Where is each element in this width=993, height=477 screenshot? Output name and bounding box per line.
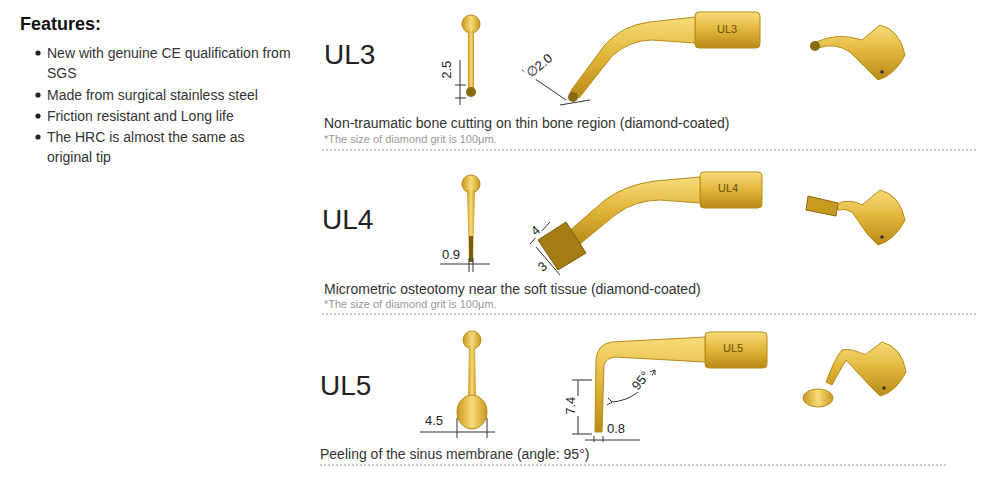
ul5-3d	[803, 342, 906, 407]
caption: Peeling of the sinus membrane (angle: 95…	[320, 446, 589, 463]
ul5-side	[572, 332, 767, 442]
model-name: UL3	[324, 38, 375, 72]
bullet-dots	[35, 50, 40, 139]
dimension: 0.8	[606, 421, 626, 437]
caption: Non-traumatic bone cutting on thin bone …	[324, 115, 729, 132]
caption: Micrometric osteotomy near the soft tiss…	[324, 281, 701, 298]
ul3-front	[455, 15, 480, 105]
ul3-3d	[810, 25, 905, 80]
ul3-side	[522, 12, 760, 105]
dimension: 4	[527, 222, 544, 240]
feature-item: Friction resistant and Long life	[47, 106, 297, 126]
feature-item: Made from surgical stainless steel	[47, 85, 297, 105]
model-tag: UL3	[717, 23, 737, 36]
ul4-3d	[806, 190, 905, 245]
dimension: 2.5	[439, 60, 455, 80]
dimension: 7.4	[563, 396, 579, 416]
model-tag: UL4	[718, 182, 738, 195]
model-tag: UL5	[723, 342, 743, 355]
dimension: 3	[534, 258, 551, 276]
dimension: 4.5	[424, 413, 444, 429]
feature-item: New with genuine CE qualification from S…	[47, 43, 292, 83]
ul4-side	[530, 172, 762, 275]
dimension: 0.9	[441, 247, 461, 263]
heading: Features:	[20, 14, 101, 36]
feature-item: The HRC is almost the same as original t…	[47, 127, 292, 167]
separators	[320, 150, 976, 465]
model-name: UL4	[322, 203, 373, 237]
ul5-front	[420, 331, 495, 438]
model-name: UL5	[320, 369, 371, 403]
ul4-front	[440, 175, 490, 272]
dimension: 95°	[628, 367, 654, 394]
dimension: ∅2.0	[523, 50, 557, 82]
note: *The size of diamond grit is 100μm.	[324, 133, 497, 146]
note: *The size of diamond grit is 100μm.	[324, 298, 497, 311]
